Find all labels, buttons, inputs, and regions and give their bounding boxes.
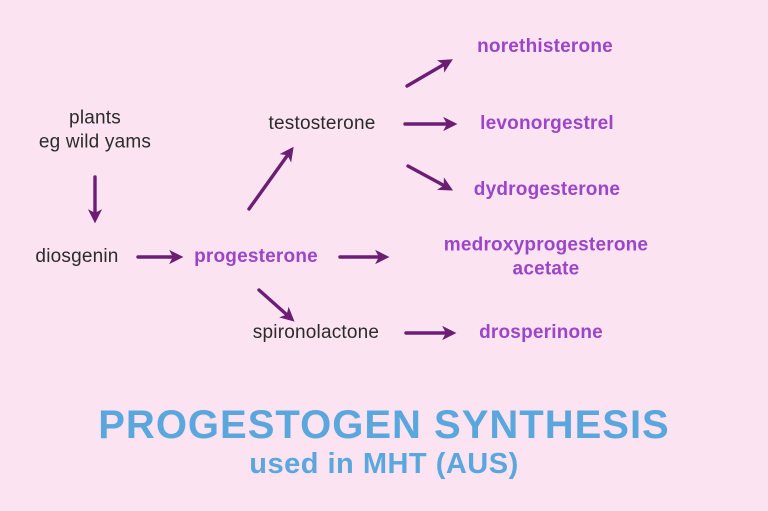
node-medroxyprogesterone-acetate: medroxyprogesterone acetate	[443, 234, 649, 279]
node-testosterone: testosterone	[268, 113, 376, 135]
node-spironolactone: spironolactone	[252, 322, 380, 344]
arrow-testosterone-dydrogesterone	[406, 164, 454, 191]
node-diosgenin: diosgenin	[35, 246, 119, 268]
arrow-testosterone-norethisterone	[405, 59, 453, 88]
node-dydrogesterone: dydrogesterone	[473, 179, 621, 201]
node-norethisterone: norethisterone	[477, 36, 613, 58]
node-levonorgestrel: levonorgestrel	[480, 113, 614, 135]
arrow-progesterone-testosterone	[247, 146, 294, 211]
arrow-progesterone-spironolactone	[257, 288, 295, 322]
node-plants: plants eg wild yams	[38, 107, 152, 152]
diagram-title: PROGESTOGEN SYNTHESIS	[98, 403, 670, 447]
node-drosperinone: drosperinone	[479, 322, 603, 344]
diagram-subtitle: used in MHT (AUS)	[249, 448, 519, 480]
node-progesterone: progesterone	[194, 246, 318, 268]
